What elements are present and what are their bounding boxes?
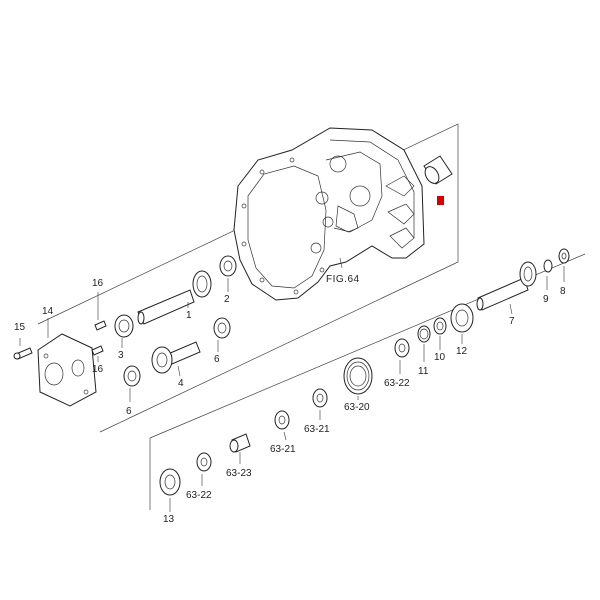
part-63-23-spacer [229,433,251,453]
highlight-marker [437,196,444,205]
part-6-bearing-upper [213,317,231,339]
callout-8: 8 [560,286,566,297]
part-15-bolt [13,347,33,360]
part-12-gear [450,303,474,333]
part-6-bearing-lower [123,365,141,387]
callout-63-22-upper: 63-22 [384,378,410,389]
part-16-pin-lower [91,345,104,356]
callout-7: 7 [509,316,515,327]
callout-15: 15 [14,322,26,333]
callout-16-lower: 16 [92,364,104,375]
part-13-bearing [159,468,181,496]
callout-9: 9 [543,294,549,305]
callout-63-21-lower: 63-21 [270,444,296,455]
callout-6-lower: 6 [126,406,132,417]
part-9-washer [543,259,553,273]
part-11-snap-ring [417,325,431,343]
callout-14: 14 [42,306,54,317]
part-63-22-washer-upper [394,338,410,358]
part-63-21-bearing-upper [312,388,328,408]
fig-reference-label: FIG.64 [326,274,360,285]
part-3-bearing [114,314,134,338]
part-14-cover [37,333,97,407]
bushing-upper [423,155,453,185]
part-10-ring [433,317,447,335]
callout-10: 10 [434,352,446,363]
transmission-case [233,127,425,301]
part-63-21-bearing-lower [274,410,290,430]
callout-4: 4 [178,378,184,389]
callout-16-upper: 16 [92,278,104,289]
callout-1: 1 [186,310,192,321]
callout-2: 2 [224,294,230,305]
callout-6-upper: 6 [214,354,220,365]
callout-11: 11 [418,366,429,377]
callout-12: 12 [456,346,468,357]
part-16-pin-upper [94,320,107,331]
part-1-input-shaft [137,270,212,325]
part-7-output-shaft [476,261,537,311]
part-8-nut [558,248,570,264]
callout-63-20: 63-20 [344,402,370,413]
callout-63-22-lower: 63-22 [186,490,212,501]
callout-63-21-upper: 63-21 [304,424,330,435]
part-63-22-washer-lower [196,452,212,472]
callout-3: 3 [118,350,124,361]
part-63-20-gear [343,357,373,395]
callout-13: 13 [163,514,175,525]
part-2-bearing [219,255,237,277]
callout-63-23: 63-23 [226,468,252,479]
part-4-gear-shaft [151,341,201,374]
